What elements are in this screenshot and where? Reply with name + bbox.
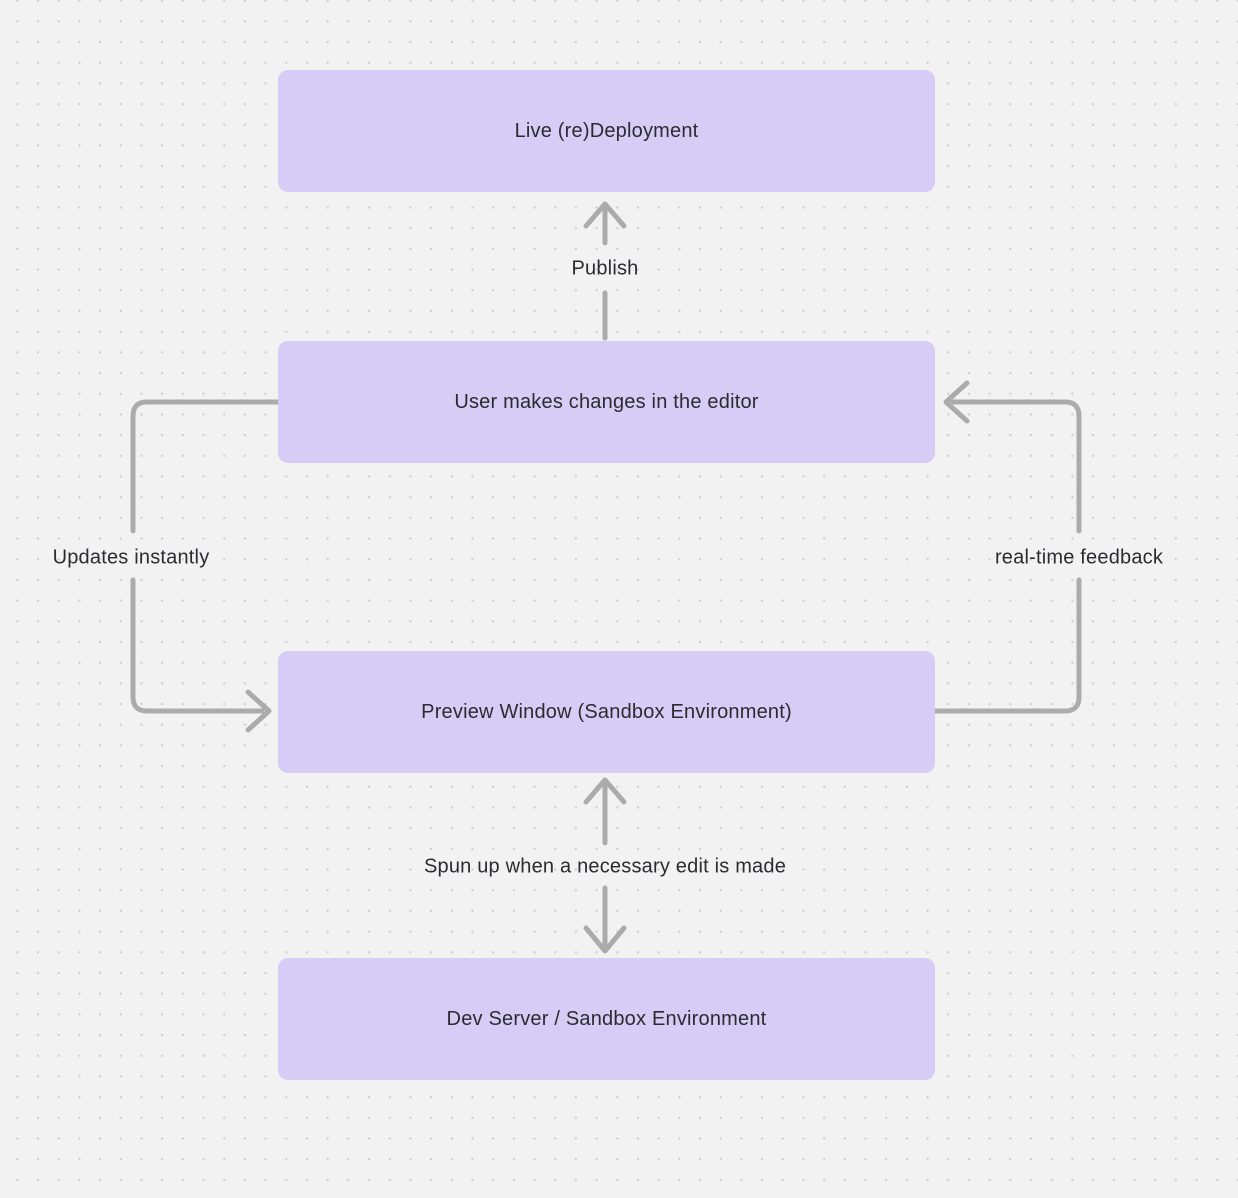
node-preview-window: Preview Window (Sandbox Environment) (278, 651, 935, 773)
updates-instantly-connector (130, 399, 281, 733)
realtime-feedback-connector (932, 380, 1082, 714)
spun-up-connector (583, 777, 627, 954)
edge-label-updates-instantly: Updates instantly (52, 546, 210, 569)
node-preview-window-label: Preview Window (Sandbox Environment) (421, 700, 792, 723)
node-editor-label: User makes changes in the editor (454, 390, 759, 413)
publish-arrow (583, 201, 627, 341)
node-dev-server-label: Dev Server / Sandbox Environment (446, 1007, 767, 1030)
edge-label-publish: Publish (571, 257, 639, 280)
node-live-deployment-label: Live (re)Deployment (514, 119, 699, 142)
node-dev-server: Dev Server / Sandbox Environment (278, 958, 935, 1080)
node-live-deployment: Live (re)Deployment (278, 70, 935, 192)
edge-label-spun-up: Spun up when a necessary edit is made (423, 855, 787, 878)
edge-label-realtime-feedback: real-time feedback (994, 546, 1164, 569)
node-editor: User makes changes in the editor (278, 341, 935, 463)
